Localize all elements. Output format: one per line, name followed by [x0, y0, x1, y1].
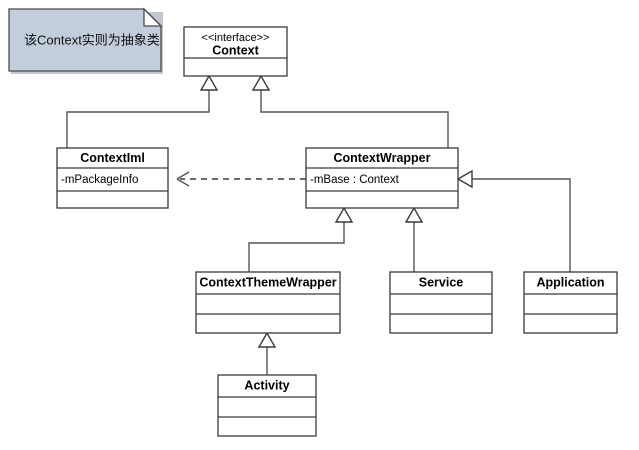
- class-name-service: Service: [419, 275, 464, 289]
- class-stereotype-context: <<interface>>: [202, 32, 270, 44]
- class-attribute-mbase: -mBase : Context: [310, 174, 400, 186]
- generalization-arrowhead-icon: [257, 331, 277, 348]
- class-box-contextiml[interactable]: ContextIml -mPackageInfo: [56, 147, 169, 209]
- generalization-arrowhead-icon: [251, 74, 271, 91]
- connector-contextiml-to-context: [66, 74, 219, 148]
- generalization-arrowhead-icon: [456, 169, 473, 189]
- class-box-activity[interactable]: Activity: [217, 374, 317, 437]
- connector-contextwrapper-to-context: [251, 74, 449, 148]
- class-name-contextiml: ContextIml: [80, 151, 145, 165]
- class-box-contextwrapper[interactable]: ContextWrapper -mBase : Context: [305, 147, 459, 209]
- class-box-application[interactable]: Application: [523, 271, 618, 334]
- class-name-context: Context: [212, 43, 259, 57]
- class-name-application: Application: [536, 275, 604, 289]
- class-box-service[interactable]: Service: [389, 271, 493, 334]
- class-box-context[interactable]: <<interface>> Context: [183, 26, 288, 77]
- connector-application-to-contextwrapper: [456, 169, 571, 272]
- generalization-arrowhead-icon: [199, 74, 219, 91]
- connector-contextwrapper-to-contextiml-dependency: [176, 171, 306, 187]
- generalization-arrowhead-icon: [334, 206, 354, 223]
- connector-activity-to-contextthemewrapper: [257, 331, 277, 375]
- connector-contextthemewrapper-to-contextwrapper: [248, 206, 354, 272]
- class-name-activity: Activity: [244, 378, 289, 392]
- class-attribute-mpackageinfo: -mPackageInfo: [61, 174, 138, 186]
- note-text: 该Context实则为抽象类: [24, 32, 160, 47]
- class-name-contextthemewrapper: ContextThemeWrapper: [199, 275, 336, 289]
- generalization-arrowhead-icon: [404, 206, 424, 223]
- class-box-contextthemewrapper[interactable]: ContextThemeWrapper: [195, 271, 341, 334]
- note-annotation: 该Context实则为抽象类: [8, 7, 163, 74]
- class-name-contextwrapper: ContextWrapper: [333, 151, 430, 165]
- connector-service-to-contextwrapper: [404, 206, 424, 272]
